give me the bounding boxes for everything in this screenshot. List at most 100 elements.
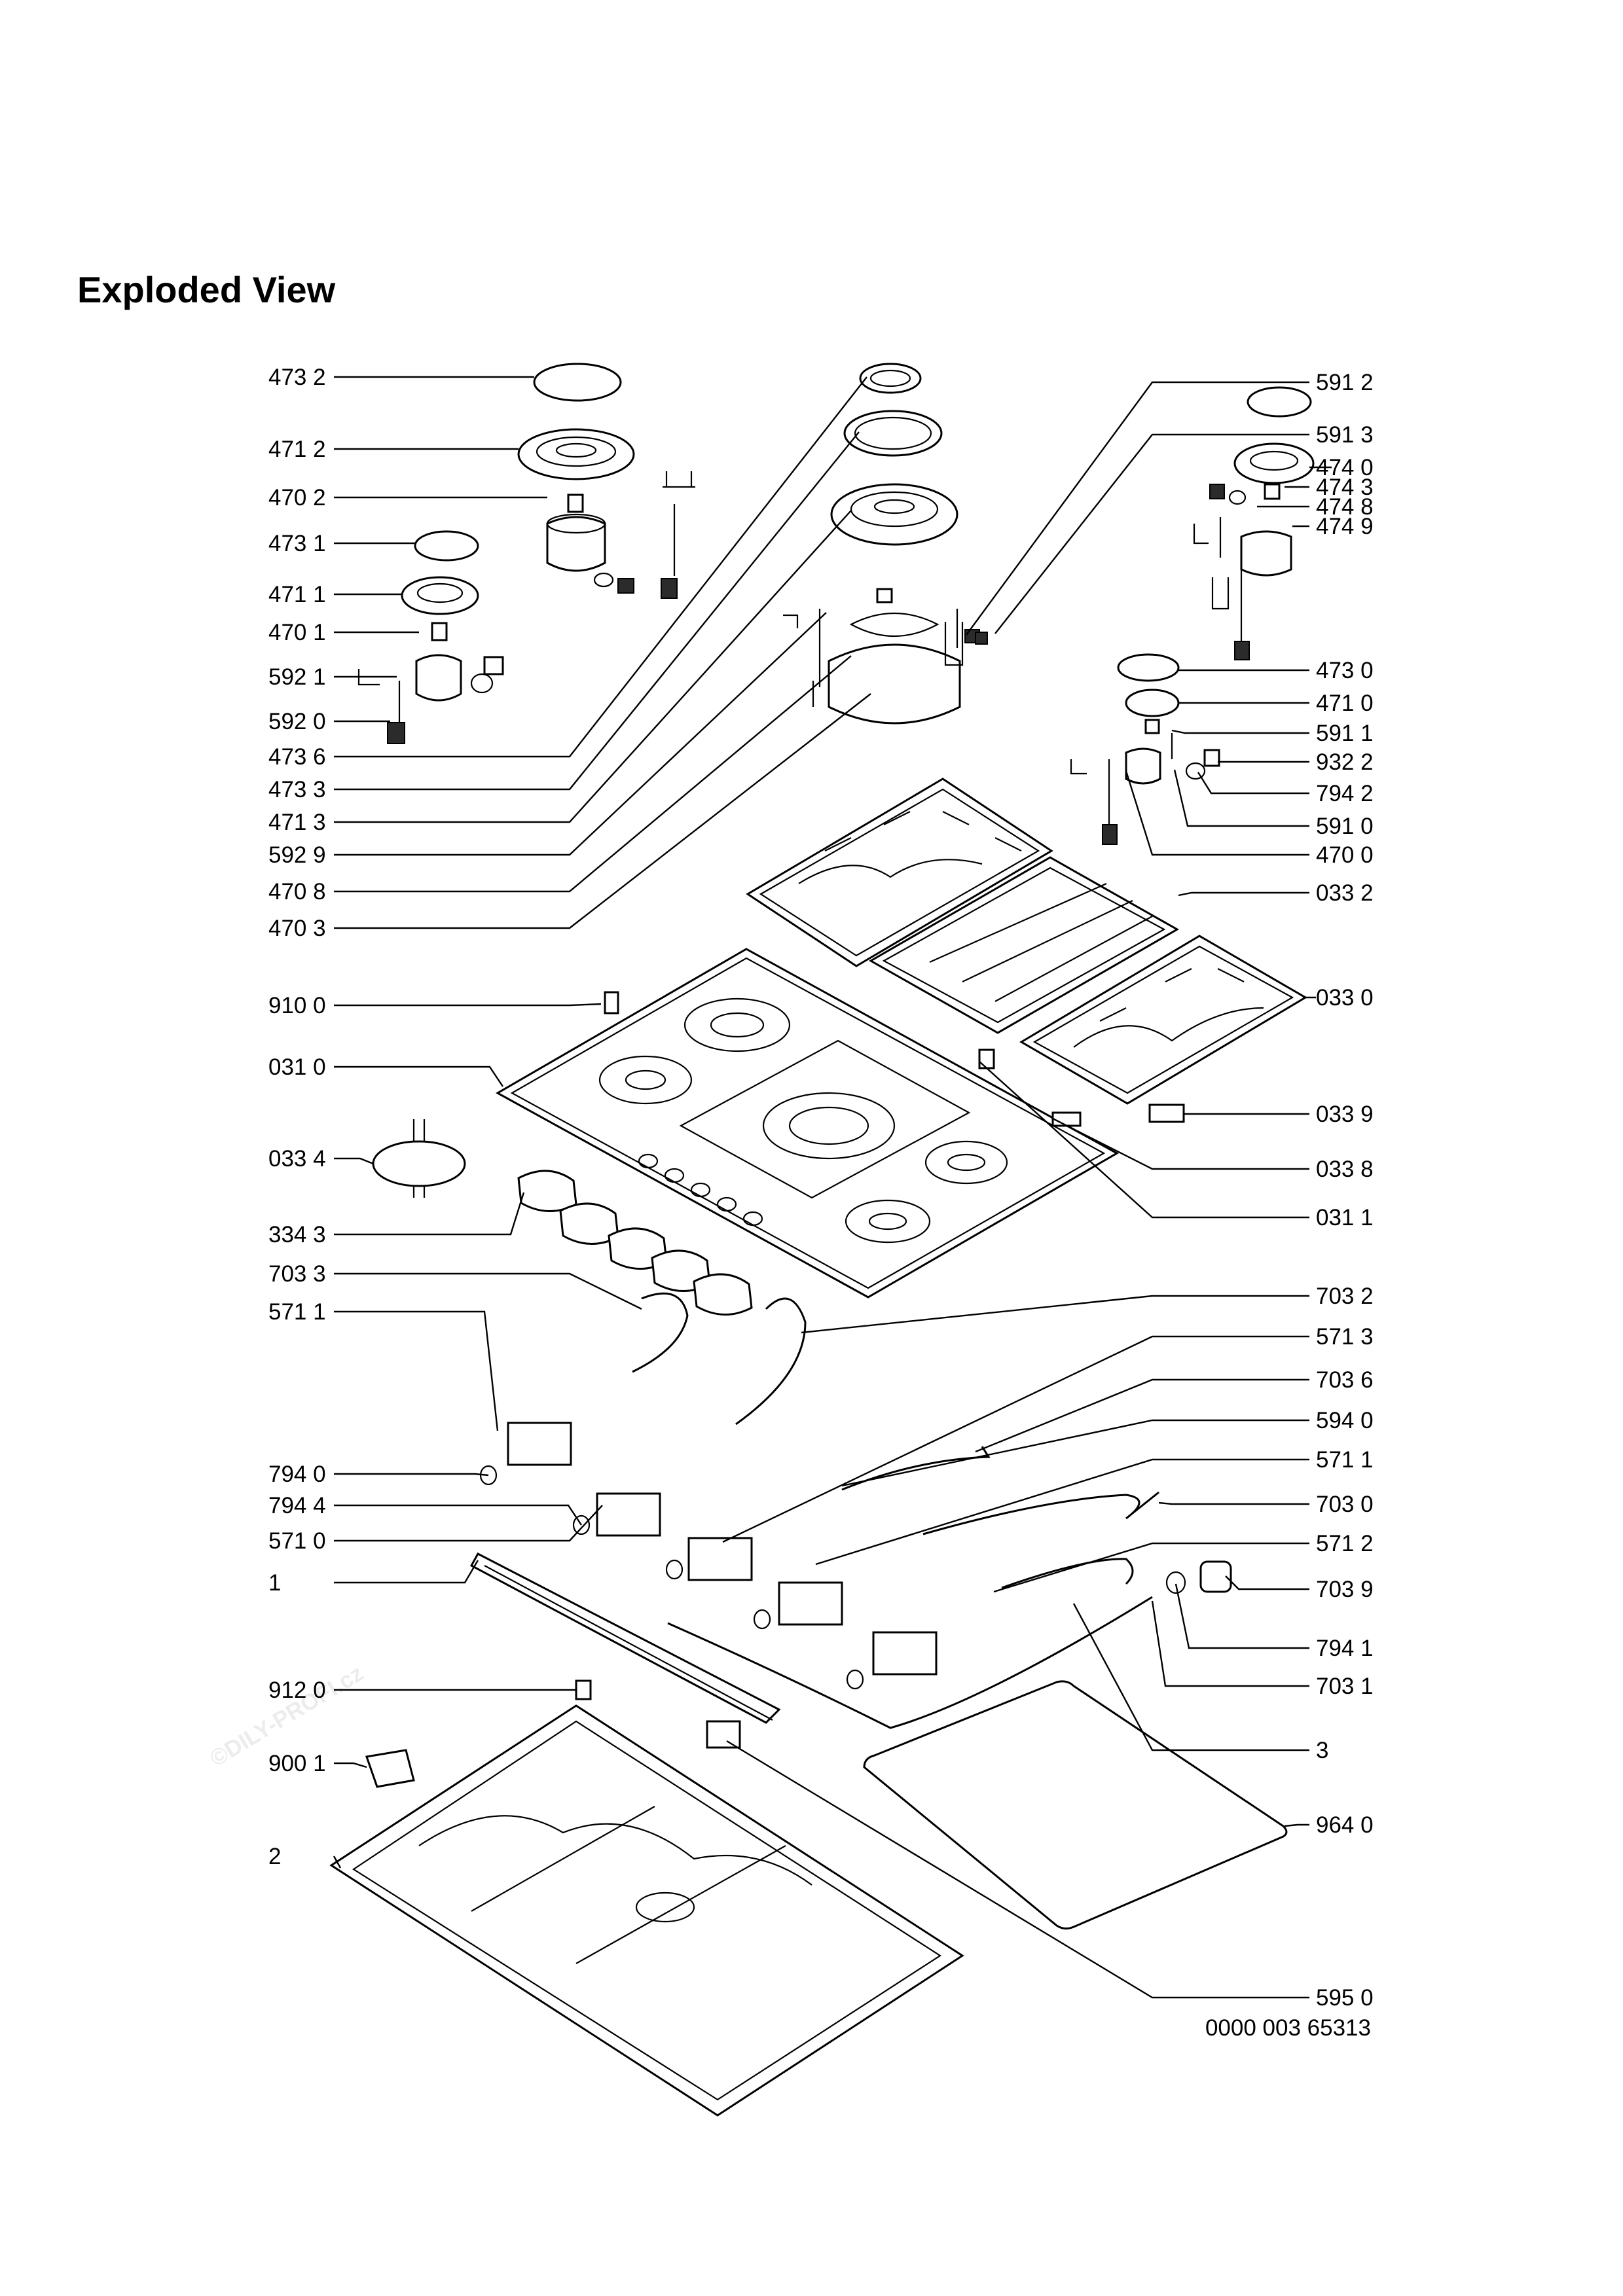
leader-line xyxy=(979,1061,1309,1219)
callout-label: 033 0 xyxy=(1316,985,1374,1011)
leader-line xyxy=(333,1856,342,1869)
callout-label: 471 3 xyxy=(268,810,326,835)
ignition-unit xyxy=(365,1749,415,1788)
callout-932-2: 932 2 xyxy=(1218,749,1374,775)
callout-595-0: 595 0 xyxy=(726,1740,1374,2011)
callout-794-4: 794 4 xyxy=(268,1493,582,1526)
leader-line xyxy=(994,433,1309,634)
callout-label: 591 3 xyxy=(1316,422,1374,448)
leader-line xyxy=(334,1272,642,1310)
callout-label: 2 xyxy=(268,1844,281,1869)
callout-473-1: 473 1 xyxy=(268,531,415,556)
callout-label: 592 0 xyxy=(268,709,326,734)
manifold-rail xyxy=(469,1552,781,1724)
leader-line xyxy=(993,1542,1309,1593)
leader-line xyxy=(334,1157,374,1165)
callout-473-3: 473 3 xyxy=(268,431,860,802)
seal-964 xyxy=(863,1680,1288,1930)
base-tray xyxy=(329,1704,964,2117)
leader-line xyxy=(334,1192,525,1236)
callout-470-3: 470 3 xyxy=(268,693,871,941)
callout-label: 033 4 xyxy=(268,1146,326,1172)
callout-470-1: 470 1 xyxy=(268,620,419,645)
callout-571-1: 571 1 xyxy=(268,1299,499,1431)
callout-592-9: 592 9 xyxy=(268,612,827,868)
page-title: Exploded View xyxy=(77,269,336,310)
callout-label: 571 2 xyxy=(1316,1531,1374,1556)
callout-033-8: 033 8 xyxy=(1051,1117,1374,1182)
callout-label: 592 9 xyxy=(268,842,326,868)
leader-line xyxy=(1175,1583,1309,1649)
leader-line xyxy=(1158,1501,1309,1505)
callout-031-1: 031 1 xyxy=(979,1061,1374,1230)
callout-label: 794 4 xyxy=(268,1493,326,1518)
callout-591-2: 591 2 xyxy=(966,370,1374,636)
callout-label: 470 1 xyxy=(268,620,326,645)
leader-line xyxy=(334,510,852,823)
callout-3: 3 xyxy=(1072,1603,1328,1763)
callout-label: 1 xyxy=(268,1570,281,1596)
callout-label: 474 9 xyxy=(1316,514,1374,539)
callout-592-1: 592 1 xyxy=(268,664,397,690)
leader-line xyxy=(841,1419,1309,1487)
callout-label: 703 6 xyxy=(1316,1367,1374,1393)
callout-label: 470 8 xyxy=(268,879,326,905)
callout-474-3: 474 3 xyxy=(1285,475,1374,500)
callout-label: 591 1 xyxy=(1316,721,1374,746)
callout-label: 473 3 xyxy=(268,777,326,802)
callout-label: 703 3 xyxy=(268,1261,326,1287)
callout-910-0: 910 0 xyxy=(268,993,602,1018)
callout-474-0: 474 0 xyxy=(1309,455,1374,480)
callout-703-9: 703 9 xyxy=(1225,1575,1374,1602)
callout-label: 334 3 xyxy=(268,1222,326,1247)
callout-label: 470 0 xyxy=(1316,842,1374,868)
callout-794-1: 794 1 xyxy=(1175,1583,1374,1661)
callout-label: 031 1 xyxy=(1316,1205,1374,1230)
callout-label: 473 2 xyxy=(268,365,326,390)
callout-label: 031 0 xyxy=(268,1054,326,1080)
callout-label: 571 3 xyxy=(1316,1324,1374,1350)
callout-334-3: 334 3 xyxy=(268,1192,525,1247)
callout-label: 571 1 xyxy=(268,1299,326,1325)
callout-470-2: 470 2 xyxy=(268,485,547,511)
callout-703-6: 703 6 xyxy=(975,1367,1374,1453)
callout-label: 571 0 xyxy=(268,1528,326,1554)
leader-line xyxy=(726,1740,1309,1999)
callout-912-0: 912 0 xyxy=(268,1677,576,1703)
callout-label: 932 2 xyxy=(1316,749,1374,775)
small-burner-left xyxy=(357,530,504,744)
document-code: 0000 003 65313 xyxy=(1205,2015,1371,2041)
callout-label: 470 2 xyxy=(268,485,326,511)
callout-473-0: 473 0 xyxy=(1177,658,1374,683)
leader-line xyxy=(334,655,852,893)
leader-line xyxy=(334,1310,499,1431)
callout-label: 591 0 xyxy=(1316,814,1374,839)
callout-703-3: 703 3 xyxy=(268,1261,642,1310)
callout-471-3: 471 3 xyxy=(268,510,852,835)
callout-1: 1 xyxy=(268,1560,479,1596)
callout-label: 033 9 xyxy=(1316,1102,1374,1127)
burner-right xyxy=(1070,386,1315,845)
ignition-parts xyxy=(944,622,988,666)
callout-900-1: 900 1 xyxy=(268,1751,367,1776)
callout-571-3: 571 3 xyxy=(722,1324,1374,1543)
leader-line xyxy=(722,1335,1309,1543)
leader-line xyxy=(334,431,860,791)
callout-label: 594 0 xyxy=(1316,1408,1374,1433)
callout-label: 473 1 xyxy=(268,531,326,556)
callout-470-0: 470 0 xyxy=(1125,770,1374,868)
leader-line xyxy=(1197,772,1309,795)
callout-033-4: 033 4 xyxy=(268,1146,374,1172)
callout-label: 591 2 xyxy=(1316,370,1374,395)
leader-line xyxy=(1151,1600,1309,1687)
callout-label: 595 0 xyxy=(1316,1985,1374,2011)
callout-571-1: 571 1 xyxy=(815,1447,1374,1566)
callout-label: 474 3 xyxy=(1316,475,1374,500)
control-knobs xyxy=(517,1170,753,1316)
leader-line xyxy=(1051,1117,1309,1170)
leader-line xyxy=(334,1066,503,1087)
callout-label: 592 1 xyxy=(268,664,326,690)
leader-line xyxy=(975,1378,1309,1453)
